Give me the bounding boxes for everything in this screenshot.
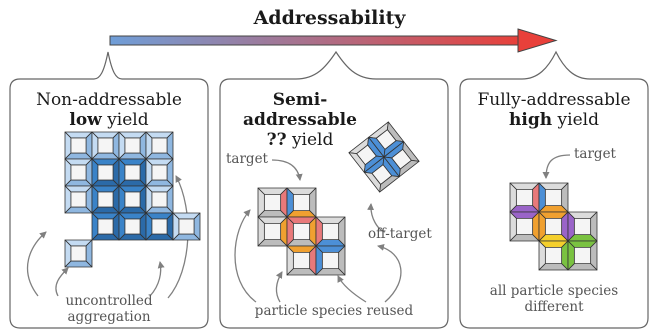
particle-tile	[567, 240, 598, 271]
particle-tile	[509, 182, 540, 213]
label-target-semi: target	[226, 151, 268, 167]
panel-title-line1: Non-addressable	[36, 90, 182, 110]
particle-tile	[145, 131, 174, 160]
particle-tile	[383, 141, 420, 178]
panel-title-semi-addressable: Semi-addressable ?? yield	[220, 90, 380, 150]
particle-tile	[64, 158, 93, 187]
particle-tile	[315, 216, 346, 247]
particle-tile	[286, 216, 317, 247]
offtarget-tiles	[348, 121, 420, 193]
particle-tile	[145, 212, 174, 241]
yield-level: high	[509, 110, 553, 130]
panel-title-non-addressable: Non-addressable low yield	[10, 90, 208, 130]
yield-word: yield	[101, 110, 149, 130]
particle-tile	[118, 212, 147, 241]
label-off-target: off-target	[368, 226, 432, 242]
particle-tile	[145, 185, 174, 214]
note-line2: aggregation	[67, 309, 151, 325]
particle-tile	[538, 240, 569, 271]
yield-level: ??	[266, 130, 287, 150]
particle-tile	[118, 158, 147, 187]
panel-title-fully-addressable: Fully-addressable high yield	[460, 90, 648, 130]
full-target-tiles	[509, 182, 598, 271]
particle-tile	[286, 187, 317, 218]
particle-tile	[64, 185, 93, 214]
panel-border-fully-addressable	[459, 50, 649, 329]
yield-word: yield	[286, 130, 334, 150]
particle-tile	[91, 212, 120, 241]
label-target-full: target	[574, 146, 616, 162]
particle-tile	[145, 158, 174, 187]
particle-tile	[286, 245, 317, 276]
particle-tile	[64, 131, 93, 160]
panel-border-non-addressable	[9, 51, 209, 329]
particle-tile	[257, 187, 288, 218]
panel-title-line1: Fully-addressable	[477, 90, 631, 110]
particle-tile	[118, 185, 147, 214]
particle-tile	[315, 245, 346, 276]
semi-target-tiles	[257, 187, 346, 276]
note-line1: uncontrolled	[65, 293, 153, 309]
particle-tile	[368, 121, 405, 158]
particle-tile	[538, 182, 569, 213]
figure-title: Addressability	[253, 7, 406, 29]
particle-tile	[257, 216, 288, 247]
yield-level: low	[69, 110, 102, 130]
aggregate-tiles	[64, 131, 201, 268]
particle-tile	[91, 131, 120, 160]
panel-border-semi-addressable	[219, 50, 449, 329]
note-line1: all particle species	[489, 283, 619, 299]
yield-word: yield	[552, 110, 599, 130]
panel-title-line1: Semi-addressable	[243, 90, 357, 130]
addressability-arrow	[109, 28, 558, 53]
note-all-species-different: all particle species different	[460, 283, 648, 315]
note-uncontrolled-aggregation: uncontrolled aggregation	[10, 293, 208, 325]
note-particle-species-reused: particle species reused	[254, 303, 414, 319]
particle-tile	[538, 211, 569, 242]
particle-tile	[509, 211, 540, 242]
particle-tile	[567, 211, 598, 242]
note-line2: different	[524, 299, 584, 315]
particle-tile	[64, 239, 93, 268]
particle-tile	[91, 158, 120, 187]
particle-tile	[118, 131, 147, 160]
particle-tile	[172, 212, 201, 241]
particle-tile	[91, 185, 120, 214]
